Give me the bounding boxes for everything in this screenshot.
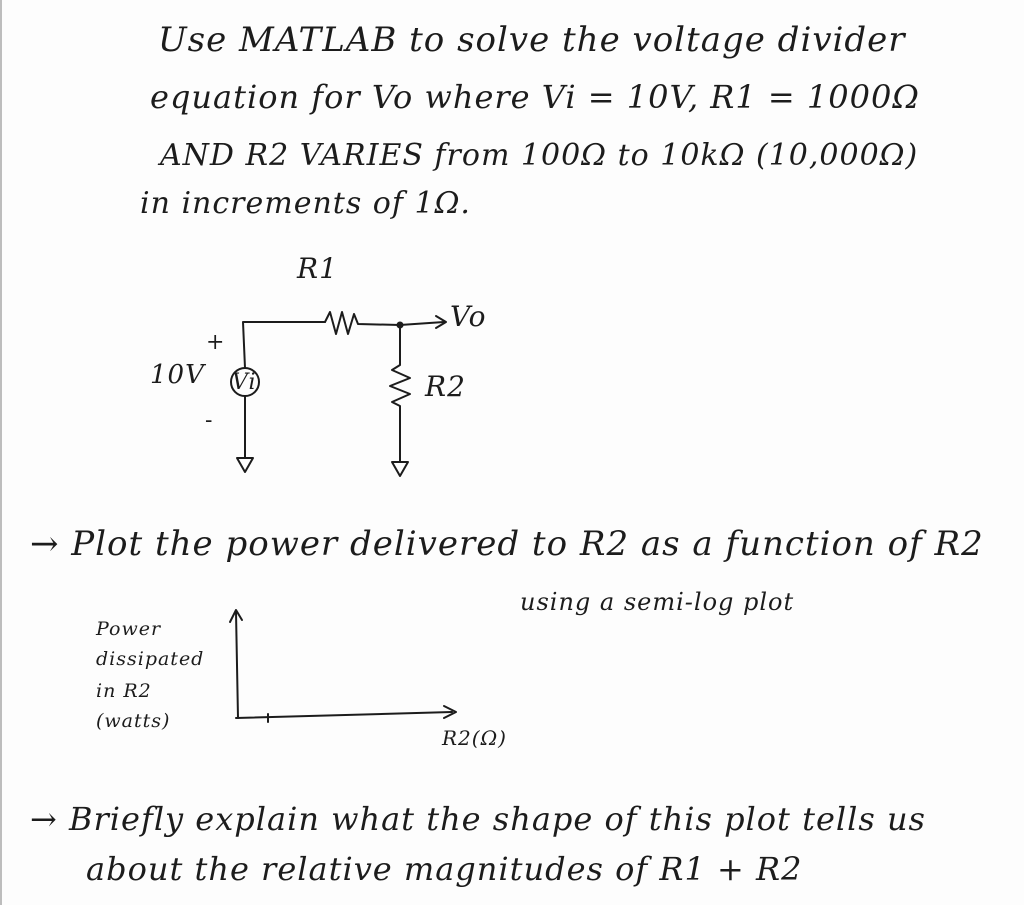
sketch-y-axis: [235, 611, 239, 719]
plus-sign: +: [206, 330, 226, 355]
vo-arrow: [435, 315, 447, 329]
wire-top-left: [242, 321, 326, 369]
vo-label: Vo: [450, 300, 487, 333]
sketch-y-label-4: (watts): [96, 710, 171, 732]
plot-task-line-1: → Plot the power delivered to R2 as a fu…: [30, 524, 984, 564]
sketch-y-label-3: in R2: [96, 680, 152, 702]
vo-wire: [399, 321, 445, 326]
r2-label: R2: [425, 370, 466, 403]
r1-label: R1: [297, 252, 338, 285]
sketch-x-label: R2(Ω): [442, 726, 507, 750]
explain-task-line-1: → Briefly explain what the shape of this…: [30, 800, 926, 838]
plot-task-line-2: using a semi-log plot: [520, 588, 795, 616]
source-value-label: 10V: [150, 360, 205, 390]
problem-line-4: in increments of 1Ω.: [140, 186, 471, 221]
ground-source: [236, 457, 254, 473]
sketch-y-label-1: Power: [96, 618, 162, 640]
sketch-y-label-2: dissipated: [96, 648, 205, 670]
sketch-y-arrow: [229, 609, 243, 623]
problem-line-2: equation for Vo where Vi = 10V, R1 = 100…: [150, 78, 920, 116]
r2-resistor: [389, 324, 411, 463]
explain-task-line-2: about the relative magnitudes of R1 + R2: [86, 850, 803, 888]
minus-sign: -: [205, 408, 214, 433]
ground-r2: [391, 461, 409, 477]
problem-line-1: Use MATLAB to solve the voltage divider: [158, 20, 906, 60]
sketch-x-axis: [235, 711, 453, 719]
problem-line-3: AND R2 VARIES from 100Ω to 10kΩ (10,000Ω…: [160, 138, 919, 173]
source-name-label: Vi: [232, 370, 257, 395]
sketch-x-arrow: [443, 705, 457, 719]
node-dot: [396, 321, 404, 329]
r1-resistor: [324, 311, 401, 335]
page-edge: [0, 0, 2, 905]
